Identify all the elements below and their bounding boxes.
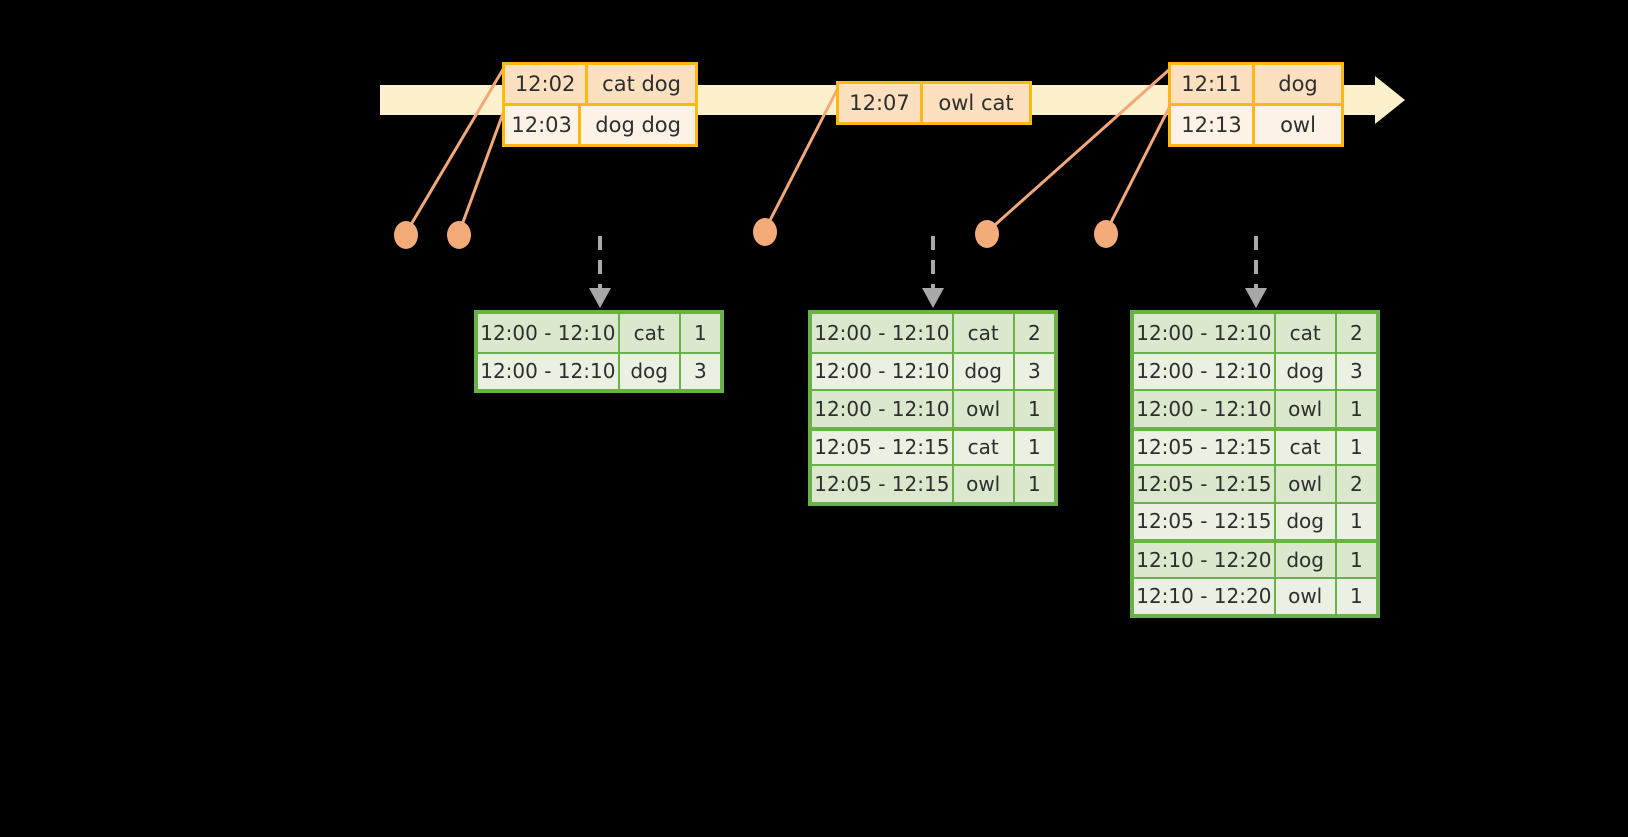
cell-window: 12:05 - 12:15	[812, 466, 954, 502]
timeline-arrowhead-icon	[1375, 76, 1405, 124]
cell-key: owl	[954, 391, 1015, 427]
down-arrow-table-2	[922, 236, 944, 308]
cell-key: dog	[954, 353, 1015, 389]
cell-key: dog	[1276, 353, 1337, 389]
event-row: 12:02 cat dog	[505, 65, 695, 103]
event-row: 12:03 dog dog	[505, 103, 695, 144]
leader-line-12-13	[1104, 103, 1173, 233]
cell-count: 1	[1027, 396, 1041, 421]
cell-key: cat	[620, 314, 681, 352]
down-arrow-table-1	[589, 236, 611, 308]
cell-count: 1	[693, 320, 707, 345]
event-words: dog dog	[595, 113, 681, 137]
cell-window: 12:10 - 12:20	[1134, 543, 1276, 577]
event-time: 12:03	[505, 106, 582, 144]
cell-key: dog	[1276, 543, 1337, 577]
dot-12-02	[394, 221, 418, 249]
cell-key: cat	[1276, 314, 1337, 352]
cell-count: 2	[1349, 471, 1363, 496]
event-words: cat dog	[602, 72, 681, 96]
cell-window: 12:10 - 12:20	[1134, 578, 1276, 614]
event-row: 12:07 owl cat	[839, 84, 1029, 122]
cell-count: 3	[1349, 359, 1363, 384]
cell-key: dog	[620, 353, 681, 389]
cell-window: 12:00 - 12:10	[812, 353, 954, 389]
event-words: dog	[1278, 72, 1318, 96]
cell-count: 1	[1349, 509, 1363, 534]
cell-window: 12:00 - 12:10	[1134, 391, 1276, 427]
cell-count: 1	[1027, 471, 1041, 496]
cell-count: 1	[1349, 435, 1363, 460]
cell-window: 12:05 - 12:15	[1134, 503, 1276, 539]
dot-12-03	[447, 221, 471, 249]
cell-count: 2	[1027, 320, 1041, 345]
cell-key: cat	[954, 430, 1015, 464]
cell-count: 1	[1027, 435, 1041, 460]
dot-12-11	[975, 220, 999, 248]
cell-count: 1	[1349, 584, 1363, 609]
cell-window: 12:05 - 12:15	[812, 430, 954, 464]
event-row: 12:11 dog	[1171, 65, 1341, 103]
event-time: 12:13	[1171, 106, 1255, 144]
leader-line-12-03	[457, 107, 507, 234]
cell-key: dog	[1276, 503, 1337, 539]
cell-count: 2	[1349, 320, 1363, 345]
cell-window: 12:00 - 12:10	[812, 391, 954, 427]
cell-window: 12:00 - 12:10	[478, 353, 620, 389]
cell-count: 1	[1349, 396, 1363, 421]
cell-window: 12:00 - 12:10	[478, 314, 620, 352]
cell-window: 12:00 - 12:10	[1134, 314, 1276, 352]
cell-key: cat	[954, 314, 1015, 352]
event-group-3[interactable]: 12:11 dog 12:13 owl	[1168, 62, 1344, 147]
dot-12-13	[1094, 220, 1118, 248]
cell-key: owl	[1276, 578, 1337, 614]
event-group-1[interactable]: 12:02 cat dog 12:03 dog dog	[502, 62, 698, 147]
cell-window: 12:00 - 12:10	[812, 314, 954, 352]
dot-12-07	[753, 218, 777, 246]
event-time: 12:02	[505, 65, 589, 103]
event-group-2[interactable]: 12:07 owl cat	[836, 81, 1032, 125]
cell-window: 12:00 - 12:10	[1134, 353, 1276, 389]
cell-count: 3	[693, 359, 707, 384]
event-time: 12:07	[839, 84, 923, 122]
cell-key: owl	[1276, 391, 1337, 427]
event-time: 12:11	[1171, 65, 1255, 103]
event-words: owl cat	[938, 91, 1014, 115]
cell-window: 12:05 - 12:15	[1134, 466, 1276, 502]
cell-key: owl	[954, 466, 1015, 502]
cell-count: 3	[1027, 359, 1041, 384]
down-arrow-table-3	[1245, 236, 1267, 308]
event-words: owl	[1280, 113, 1316, 137]
cell-key: owl	[1276, 466, 1337, 502]
cell-window: 12:05 - 12:15	[1134, 430, 1276, 464]
cell-count: 1	[1349, 547, 1363, 572]
cell-key: cat	[1276, 430, 1337, 464]
event-row: 12:13 owl	[1171, 103, 1341, 144]
